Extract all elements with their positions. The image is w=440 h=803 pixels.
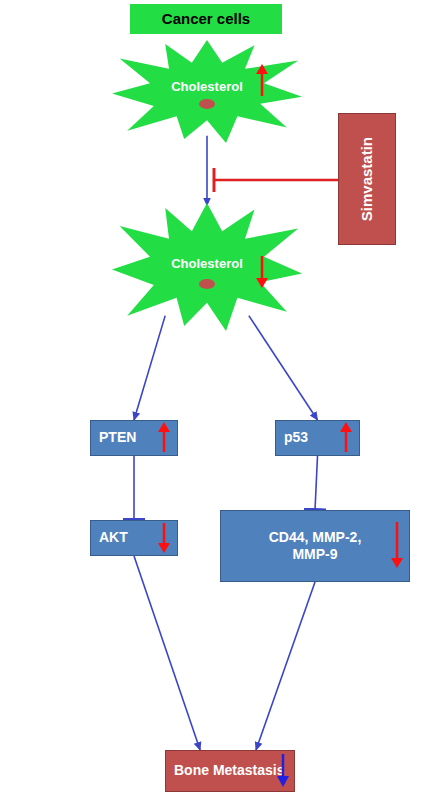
node-label: Bone Metastasis: [174, 762, 284, 780]
star-shape: [112, 40, 302, 143]
node-label: CD44, MMP-2, MMP-9: [250, 529, 380, 564]
process-box: CD44, MMP-2, MMP-9: [220, 510, 410, 582]
drug-box: Simvastatin: [338, 113, 396, 245]
process-box: AKT: [90, 520, 178, 556]
node-label: PTEN: [99, 429, 136, 447]
arrow-connector: [249, 316, 318, 420]
inhibition-connector: [133, 456, 135, 520]
inhibition-connector: [315, 456, 318, 510]
arrow-connector: [206, 136, 208, 206]
star-shape: [112, 203, 302, 331]
node-label: Cholesterol: [171, 256, 243, 272]
process-box: p53: [275, 420, 360, 456]
node-label: Simvastatin: [358, 137, 377, 221]
process-box: PTEN: [90, 420, 178, 456]
inhibition-line: [215, 179, 338, 182]
outcome-box: Bone Metastasis: [165, 750, 295, 792]
inhibition-bar: [213, 168, 216, 192]
cell-star: Cholesterol: [112, 203, 302, 331]
node-label: AKT: [99, 529, 128, 547]
node-label: Cancer cells: [162, 10, 250, 29]
cell-star: Cholesterol: [112, 40, 302, 143]
arrow-connector: [256, 582, 315, 750]
node-label: p53: [284, 429, 308, 447]
arrow-connector: [134, 556, 200, 750]
title-box: Cancer cells: [130, 4, 282, 34]
arrow-connector: [134, 316, 165, 420]
node-label: Cholesterol: [171, 79, 243, 95]
